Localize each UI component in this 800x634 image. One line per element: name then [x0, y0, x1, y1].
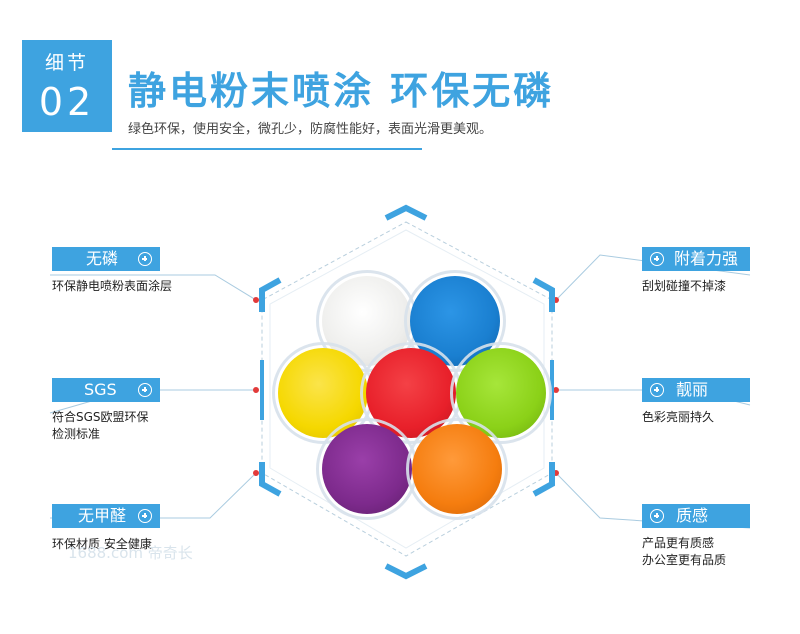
title-underline — [112, 148, 422, 150]
desc-line: 环保材质 安全健康 — [52, 537, 152, 551]
plus-circle-icon — [650, 509, 664, 523]
feature-desc-strong-adhesion: 刮划碰撞不掉漆 — [642, 278, 726, 295]
plus-circle-icon — [138, 509, 152, 523]
page-subtitle: 绿色环保，使用安全，微孔少，防腐性能好，表面光滑更美观。 — [128, 122, 493, 137]
feature-label-phosphorus-free: 无磷 — [52, 247, 160, 271]
badge-label: 细节 — [44, 52, 89, 74]
feature-label-text: 质感 — [676, 506, 709, 525]
plus-circle-icon — [650, 252, 664, 266]
feature-label-text: 无磷 — [86, 249, 119, 268]
watermark: 1688.com 帝奇长 — [68, 544, 193, 562]
feature-desc-texture: 产品更有质感 办公室更有品质 — [642, 535, 726, 569]
feature-label-bright: 靓丽 — [642, 378, 750, 402]
section-badge: 细节 02 — [22, 40, 112, 132]
feature-label-text: 无甲醛 — [78, 506, 127, 525]
powder-green — [450, 342, 552, 444]
desc-line: 刮划碰撞不掉漆 — [642, 279, 727, 293]
feature-label-strong-adhesion: 附着力强 — [642, 247, 750, 271]
plus-circle-icon — [138, 252, 152, 266]
feature-desc-formaldehyde-free: 环保材质 安全健康 — [52, 536, 152, 553]
desc-line: 色彩亮丽持久 — [642, 410, 715, 424]
feature-desc-sgs: 符合SGS欧盟环保 检测标准 — [52, 409, 149, 443]
desc-line: 办公室更有品质 — [642, 553, 727, 567]
plus-circle-icon — [650, 383, 664, 397]
desc-line: 环保静电喷粉表面涂层 — [52, 279, 173, 293]
feature-label-texture: 质感 — [642, 504, 750, 528]
powder-purple — [316, 418, 418, 520]
feature-label-formaldehyde-free: 无甲醛 — [52, 504, 160, 528]
desc-line: 检测标准 — [52, 427, 101, 441]
desc-line: 产品更有质感 — [642, 536, 715, 550]
powder-orange — [406, 418, 508, 520]
feature-label-text: 附着力强 — [674, 249, 739, 268]
feature-label-sgs: SGS — [52, 378, 160, 402]
feature-desc-phosphorus-free: 环保静电喷粉表面涂层 — [52, 278, 172, 295]
feature-label-text: SGS — [84, 380, 117, 399]
feature-label-text: 靓丽 — [676, 380, 709, 399]
plus-circle-icon — [138, 383, 152, 397]
feature-desc-bright: 色彩亮丽持久 — [642, 409, 714, 426]
page-title: 静电粉末喷涂 环保无磷 — [128, 69, 555, 113]
badge-number: 02 — [38, 80, 96, 124]
desc-line: 符合SGS欧盟环保 — [52, 410, 149, 424]
